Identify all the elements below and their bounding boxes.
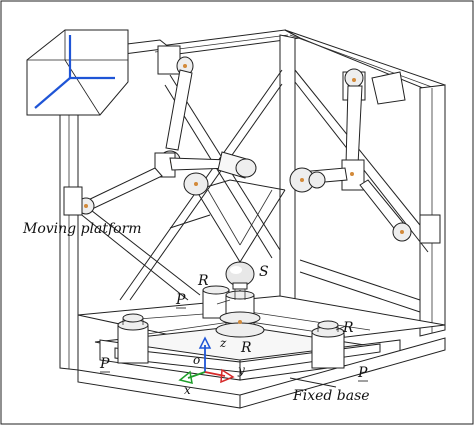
origin-label: o: [193, 353, 200, 367]
prismatic-joint-label-inner: P: [175, 292, 186, 308]
spherical-joint-label: S: [259, 264, 269, 280]
y-axis-label: y: [237, 363, 245, 377]
revolute-joint-label-top: R: [197, 273, 209, 289]
limb-left: [63, 45, 257, 216]
base-coordinate-frame: [178, 336, 235, 385]
base-block-right: [311, 320, 345, 369]
x-axis-arrow-icon: [178, 370, 193, 385]
limb-right: [289, 68, 441, 244]
prismatic-joint-label-left: P: [99, 356, 110, 372]
leader-lines: [169, 214, 347, 388]
prismatic-joint-label-right: P: [357, 365, 368, 381]
x-axis-label: x: [184, 383, 191, 397]
z-axis-label: z: [219, 336, 227, 350]
base-block-rear: [202, 285, 230, 319]
base-block-left: [117, 313, 149, 364]
inset-axes-icon: [34, 35, 115, 109]
inset-axis-box: [26, 29, 129, 116]
revolute-joint-label-center: R: [240, 340, 252, 356]
y-axis-arrow-icon: [220, 368, 235, 384]
revolute-joint-label-right: R: [342, 320, 354, 336]
spherical-joint: [225, 261, 255, 290]
frame-top: [58, 29, 446, 371]
fixed-base-label: Fixed base: [292, 388, 370, 404]
moving-platform-label: Moving platform: [22, 221, 142, 237]
center-column: [215, 285, 265, 338]
z-axis-arrow-icon: [198, 336, 212, 349]
